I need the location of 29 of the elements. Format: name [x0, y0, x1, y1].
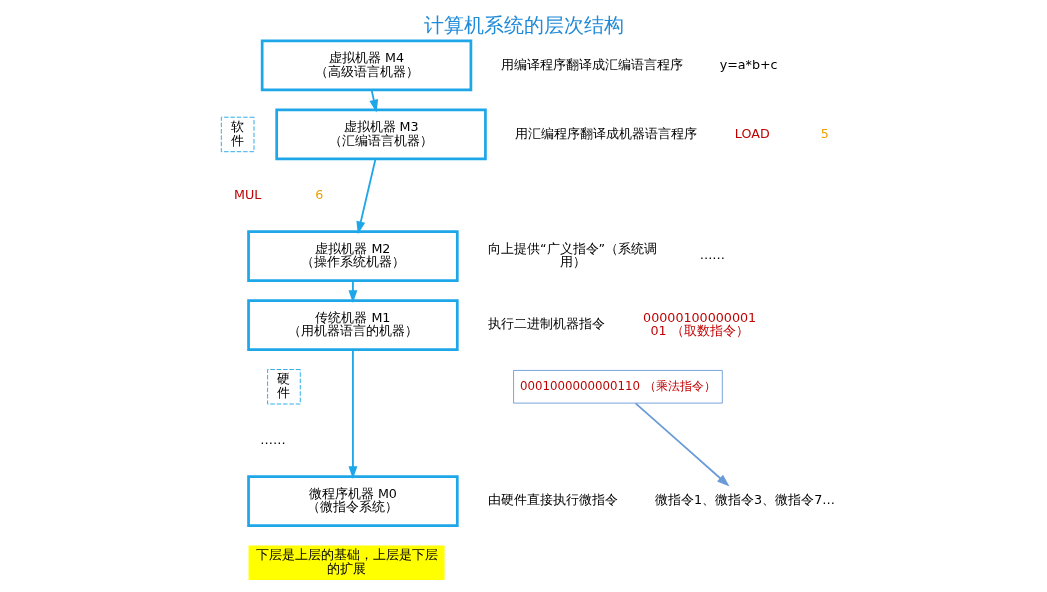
diagram-title: 计算机系统的层次结构 [423, 12, 624, 37]
label: 用编译程序翻译成汇编语言程序 [500, 56, 683, 72]
arrow [368, 89, 378, 113]
node-box: 0001000000000110 （乘法指令） [512, 369, 723, 404]
arrow [355, 158, 376, 235]
node-box: 虚拟机器 M3 （汇编语言机器） [274, 108, 487, 161]
label: 下层是上层的基础，上层是下层的扩展 [255, 547, 438, 576]
label: …… [259, 431, 286, 447]
label: MUL [233, 186, 261, 202]
label: …… [699, 247, 725, 263]
arrow [634, 402, 730, 487]
arrow [347, 348, 357, 480]
label: 由硬件直接执行微指令 [487, 492, 618, 508]
label: 执行二进制机器指令 [487, 316, 605, 332]
node-box: 虚拟机器 M4 （高级语言机器） [260, 39, 472, 92]
node-box: 软件 [220, 116, 254, 153]
label: 向上提供“广义指令”（系统调用） [487, 240, 657, 270]
arrow [347, 279, 357, 304]
node-box: 微程序机器 M0 （微指令系统） [246, 475, 459, 527]
node-box: 硬件 [266, 369, 301, 405]
label: LOAD [734, 125, 770, 141]
label: 6 [314, 186, 323, 202]
label: y=a*b+c [719, 56, 778, 72]
label: 5 [820, 125, 829, 141]
node-box: 传统机器 M1 （用机器语言的机器） [246, 299, 459, 351]
node-box: 虚拟机器 M2 （操作系统机器） [246, 230, 459, 282]
label: 用汇编程序翻译成机器语言程序 [514, 125, 697, 141]
node-text: 微指令1、微指令3、微指令7… [654, 492, 835, 508]
label: 0000010000000101 （取数指令） [642, 309, 756, 339]
